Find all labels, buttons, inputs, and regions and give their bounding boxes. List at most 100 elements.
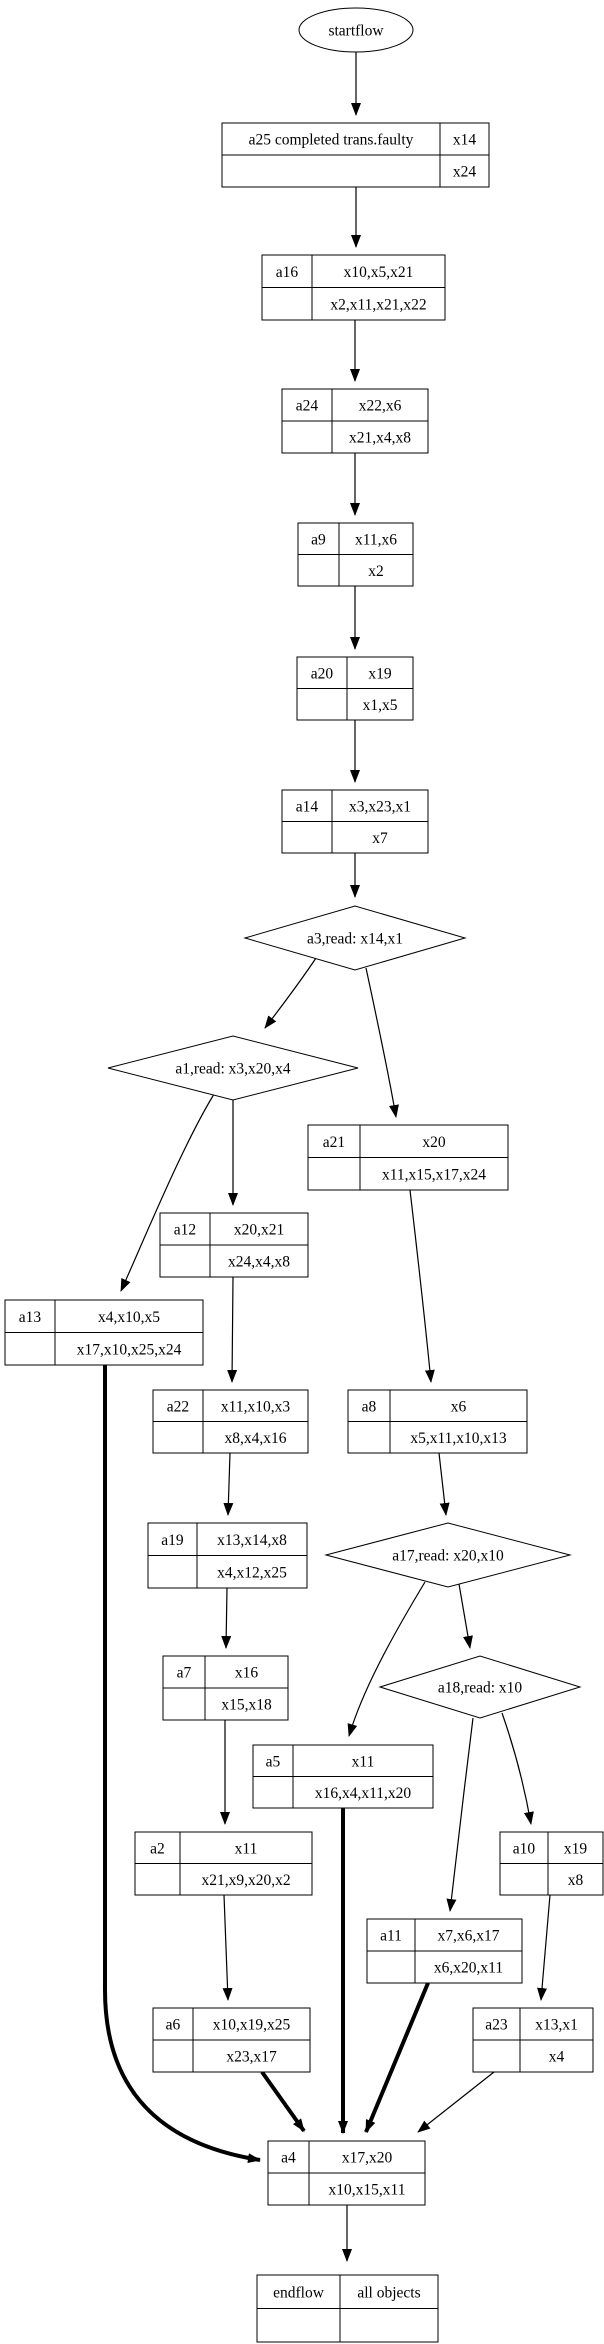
vars-bottom: x8,x4,x16 (225, 1430, 287, 1447)
vars-top: x11,x10,x3 (221, 1398, 290, 1415)
decision-diamond (378, 1655, 582, 1719)
activity-label: a5 (266, 1753, 281, 1770)
decision-a17: a17,read: x20,x10 (324, 1522, 572, 1588)
vars-bottom: x23,x17 (226, 2049, 277, 2066)
vars-bottom: x1,x5 (363, 697, 398, 714)
node-a9: a9 x11,x6 x2 (297, 522, 414, 587)
edge-a3-a1 (264, 957, 317, 1029)
vars-top: x11,x6 (355, 531, 397, 548)
node-a7: a7 x16 x15,x18 (162, 1655, 289, 1721)
vars-bottom: x21,x9,x20,x2 (201, 1872, 290, 1889)
activity-label: a14 (296, 798, 319, 815)
edge-a23-a4 (417, 2071, 495, 2133)
decision-diamond (107, 1035, 359, 1101)
decision-a3: a3,read: x14,x1 (243, 905, 467, 971)
activity-label: a20 (311, 665, 334, 682)
edge-a18-a11 (446, 1717, 474, 1912)
vars-top: x7,x6,x17 (438, 1928, 500, 1945)
vars-bottom: x2,x11,x21,x22 (330, 296, 426, 313)
activity-label: a19 (161, 1532, 184, 1549)
vars-bottom: x16,x4,x11,x20 (315, 1785, 412, 1802)
node-a6: a6 x10,x19,x25 x23,x17 (152, 2007, 311, 2073)
edge-a6-a4 (260, 2070, 306, 2133)
vars-top: x17,x20 (342, 2150, 393, 2167)
node-a20: a20 x19 x1,x5 (296, 656, 414, 721)
edge-a18-a10 (501, 1712, 534, 1825)
edge-a21-a8 (409, 1189, 435, 1383)
edge-a17-a18 (458, 1583, 473, 1649)
edge-a10-a23 (537, 1894, 551, 2001)
edge-a8-a17 (438, 1452, 450, 1516)
vars-top: x20,x21 (234, 1222, 284, 1239)
edge-a12-a22 (227, 1276, 238, 1383)
activity-label: a25 completed trans.faulty (249, 132, 414, 149)
vars-top: x4,x10,x5 (98, 1309, 160, 1326)
vars-bottom: x21,x4,x8 (349, 430, 411, 447)
vars-bottom: x2 (368, 563, 384, 580)
vars-bottom: x8 (568, 1872, 584, 1889)
node-a2: a2 x11 x21,x9,x20,x2 (134, 1831, 313, 1896)
decision-label: a17,read: x20,x10 (392, 1548, 504, 1565)
edge-a17-a5 (347, 1581, 426, 1737)
activity-label: a22 (167, 1398, 189, 1415)
activity-label: a4 (281, 2150, 296, 2167)
decision-label: a18,read: x10 (438, 1680, 523, 1697)
decision-label: a1,read: x3,x20,x4 (175, 1061, 291, 1078)
activity-label: a9 (311, 531, 326, 548)
vars-bottom: x5,x11,x10,x13 (410, 1430, 507, 1447)
decision-diamond (243, 905, 467, 971)
vars-bottom: x11,x15,x17,x24 (382, 1166, 486, 1183)
decision-diamond (324, 1522, 572, 1588)
node-a12: a12 x20,x21 x24,x4,x8 (159, 1212, 309, 1278)
start-node: startflow (298, 7, 414, 53)
vars-top: x10,x5,x21 (344, 264, 414, 281)
edge-a11-a4 (364, 1982, 430, 2133)
node-a16: a16 x10,x5,x21 x2,x11,x21,x22 (261, 254, 446, 321)
start-label: startflow (328, 23, 384, 40)
activity-label: a13 (19, 1309, 42, 1326)
vars-bottom: x24,x4,x8 (228, 1254, 290, 1271)
activity-label: a2 (150, 1840, 165, 1857)
activity-label: a7 (177, 1665, 192, 1682)
activity-label: endflow (273, 2284, 325, 2301)
vars-bottom: x7 (372, 830, 388, 847)
vars-top: x22,x6 (359, 398, 402, 415)
vars-bottom: x15,x18 (221, 1697, 272, 1714)
activity-label: a11 (380, 1928, 402, 1945)
vars-top: x19 (368, 665, 392, 682)
vars-top: x13,x1 (535, 2017, 578, 2034)
vars-top: x16 (235, 1665, 259, 1682)
activity-label: a10 (513, 1840, 536, 1857)
vars-bottom: x4 (549, 2049, 565, 2066)
nodes-layer: startflow a25 completed trans.faulty x14 x2… (4, 7, 604, 2343)
activity-label: a12 (174, 1222, 196, 1239)
activity-label: a16 (276, 264, 299, 281)
node-a13: a13 x4,x10,x5 x17,x10,x25,x24 (4, 1299, 204, 1366)
vars-top: x11 (235, 1840, 258, 1857)
vars-bottom: x10,x15,x11 (329, 2182, 406, 2199)
vars-top: x14 (453, 132, 477, 149)
vars-top: x11 (352, 1753, 375, 1770)
vars-bottom: x17,x10,x25,x24 (77, 1341, 182, 1358)
edge-a13-a4 (103, 1365, 261, 2164)
node-a14: a14 x3,x23,x1 x7 (281, 789, 429, 854)
activity-label: a6 (166, 2017, 181, 2034)
vars-top: x20 (422, 1134, 446, 1151)
decision-label: a3,read: x14,x1 (307, 931, 403, 948)
vars-top: x10,x19,x25 (213, 2017, 291, 2034)
vars-top: x3,x23,x1 (349, 798, 411, 815)
start-ellipse (298, 7, 414, 53)
node-a4: a4 x17,x20 x10,x15,x11 (267, 2140, 426, 2206)
vars-bottom: x4,x12,x25 (217, 1564, 287, 1581)
decision-a1: a1,read: x3,x20,x4 (107, 1035, 359, 1101)
edge-a19-a7 (221, 1587, 232, 1649)
